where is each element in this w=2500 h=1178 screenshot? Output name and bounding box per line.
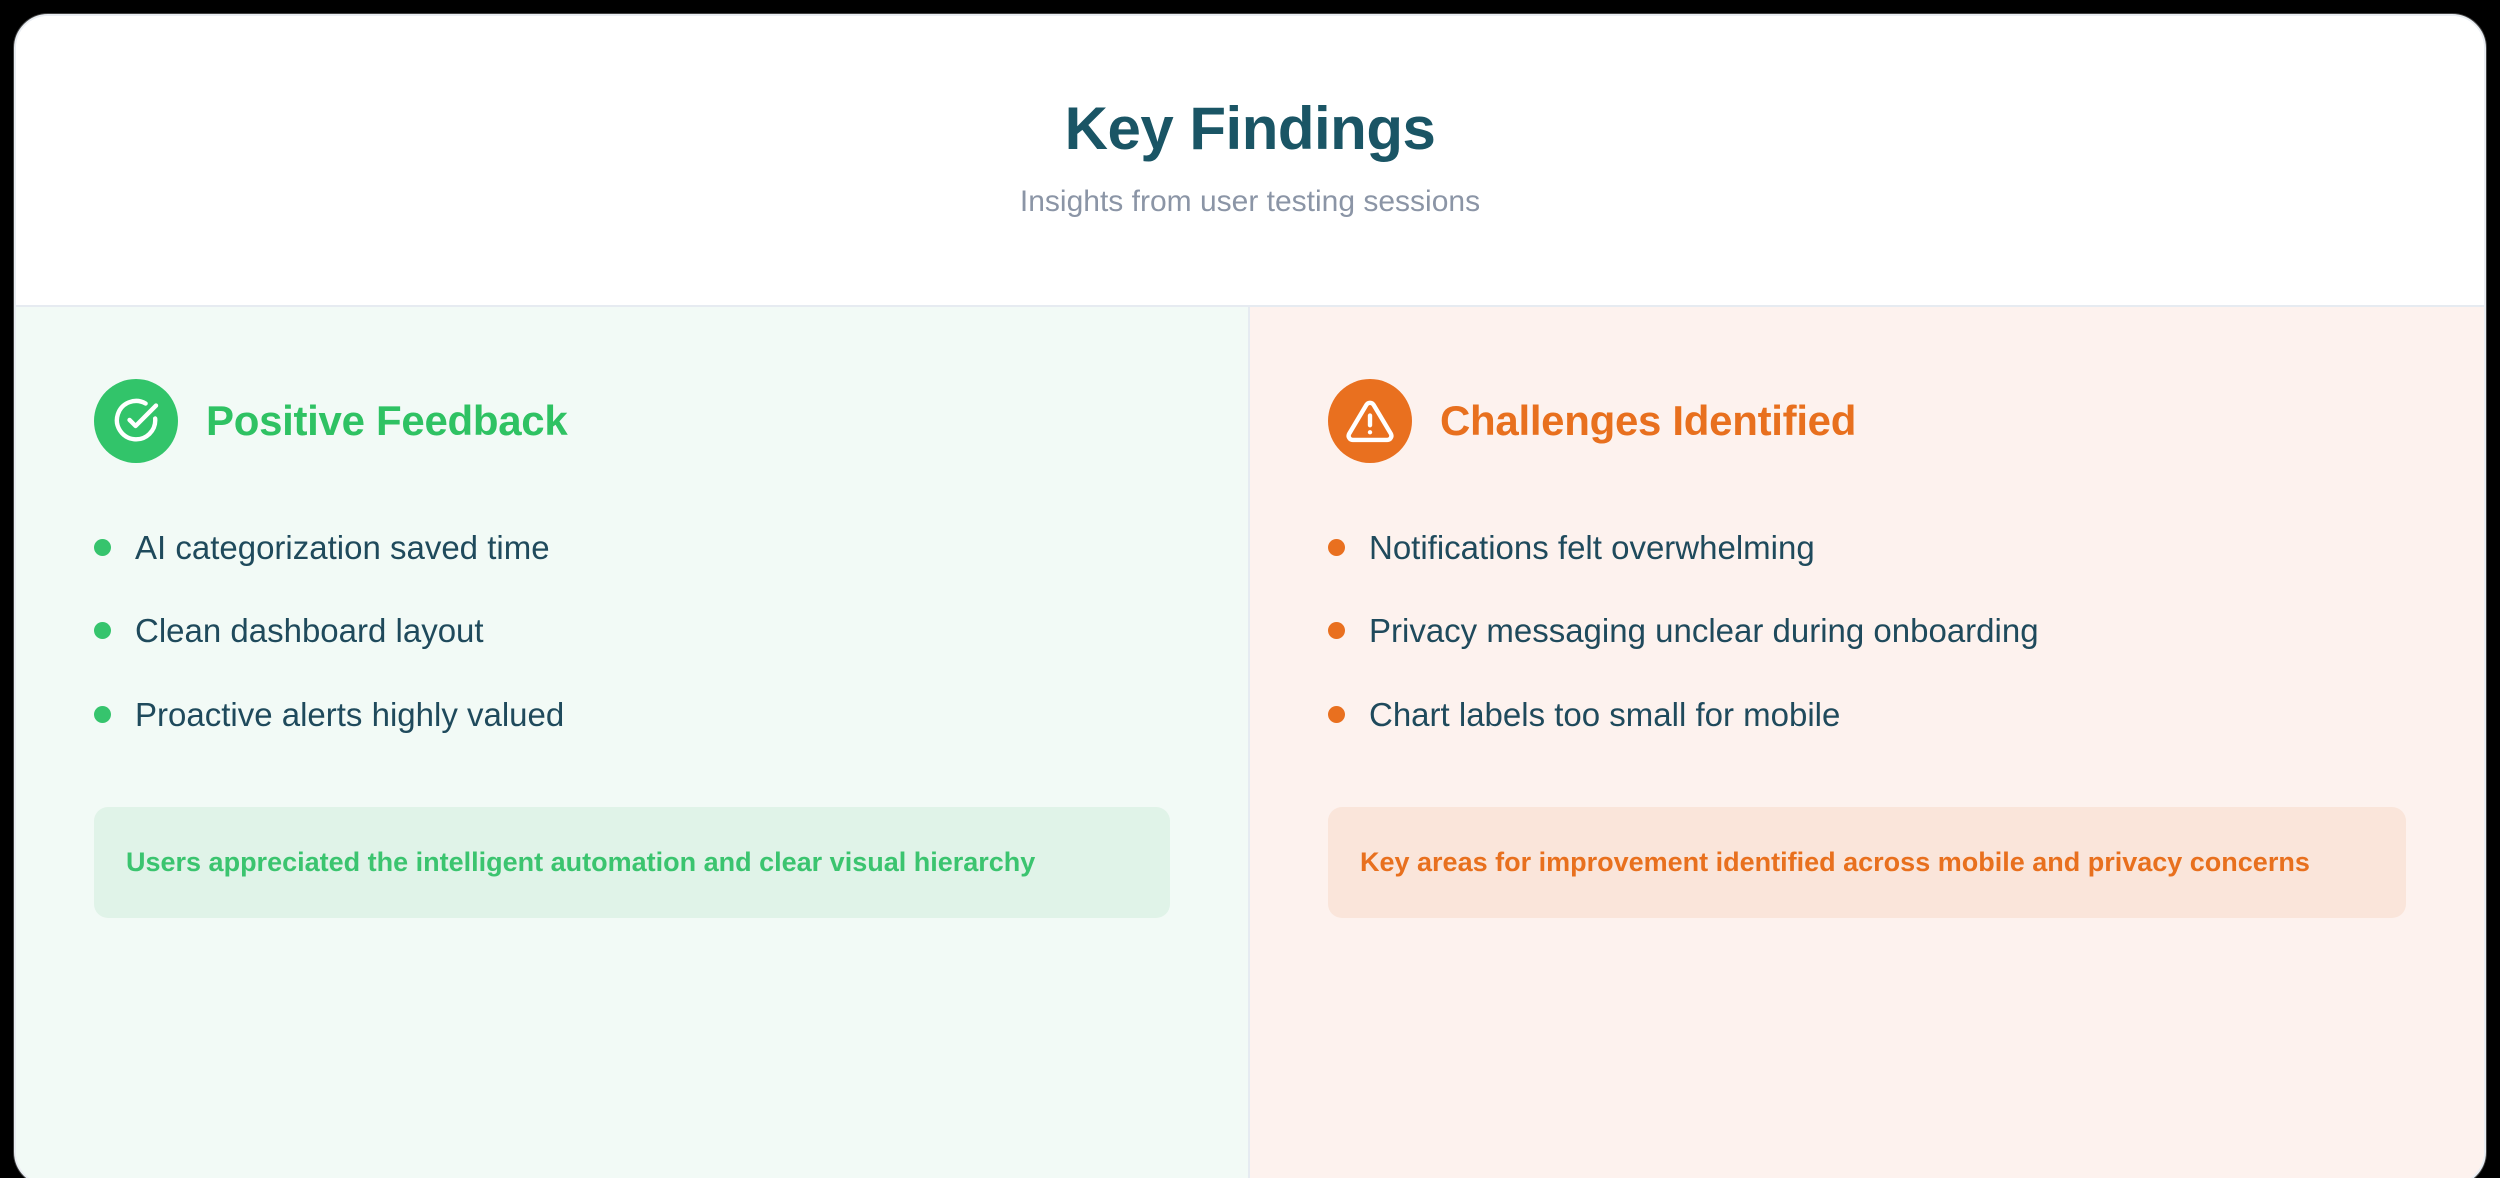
positive-bullet-list: AI categorization saved time Clean dashb… xyxy=(94,527,1170,735)
page-subtitle: Insights from user testing sessions xyxy=(1019,184,1481,218)
bullet-dot-icon xyxy=(1328,539,1345,557)
panel-positive-header: Positive Feedback xyxy=(94,379,1170,463)
key-findings-card: Key Findings Insights from user testing … xyxy=(14,14,2486,1178)
list-item-label: Chart labels too small for mobile xyxy=(1369,695,1841,733)
panel-challenges-header: Challenges Identified xyxy=(1328,379,2406,463)
challenges-summary-box: Key areas for improvement identified acr… xyxy=(1328,806,2406,918)
panel-challenges-identified: Challenges Identified Notifications felt… xyxy=(1250,307,2484,1178)
list-item-label: AI categorization saved time xyxy=(135,529,550,566)
panels-container: Positive Feedback AI categorization save… xyxy=(16,307,2484,1178)
panel-positive-title: Positive Feedback xyxy=(206,396,568,444)
bullet-dot-icon xyxy=(94,705,111,723)
list-item: Clean dashboard layout xyxy=(94,610,1170,651)
bullet-dot-icon xyxy=(94,539,111,557)
challenges-bullet-list: Notifications felt overwhelming Privacy … xyxy=(1328,527,2406,735)
bullet-dot-icon xyxy=(1328,622,1345,640)
positive-summary-text: Users appreciated the intelligent automa… xyxy=(126,846,1036,877)
list-item: Chart labels too small for mobile xyxy=(1328,694,2406,735)
list-item-label: Clean dashboard layout xyxy=(135,612,484,650)
list-item: Proactive alerts highly valued xyxy=(94,694,1170,735)
list-item-label: Notifications felt overwhelming xyxy=(1369,529,1815,566)
bullet-dot-icon xyxy=(94,622,111,640)
list-item-label: Proactive alerts highly valued xyxy=(135,695,565,733)
bullet-dot-icon xyxy=(1328,705,1345,723)
list-item: Notifications felt overwhelming xyxy=(1328,527,2406,568)
positive-summary-box: Users appreciated the intelligent automa… xyxy=(94,806,1170,918)
card-header: Key Findings Insights from user testing … xyxy=(16,16,2484,307)
list-item: Privacy messaging unclear during onboard… xyxy=(1328,610,2406,651)
list-item: AI categorization saved time xyxy=(94,527,1170,568)
check-circle-icon xyxy=(94,379,178,463)
list-item-label: Privacy messaging unclear during onboard… xyxy=(1369,612,2039,650)
panel-challenges-title: Challenges Identified xyxy=(1440,396,1857,444)
warning-triangle-icon xyxy=(1328,379,1412,463)
challenges-summary-text: Key areas for improvement identified acr… xyxy=(1360,846,2310,877)
page-title: Key Findings xyxy=(1064,94,1436,162)
panel-positive-feedback: Positive Feedback AI categorization save… xyxy=(16,307,1250,1178)
